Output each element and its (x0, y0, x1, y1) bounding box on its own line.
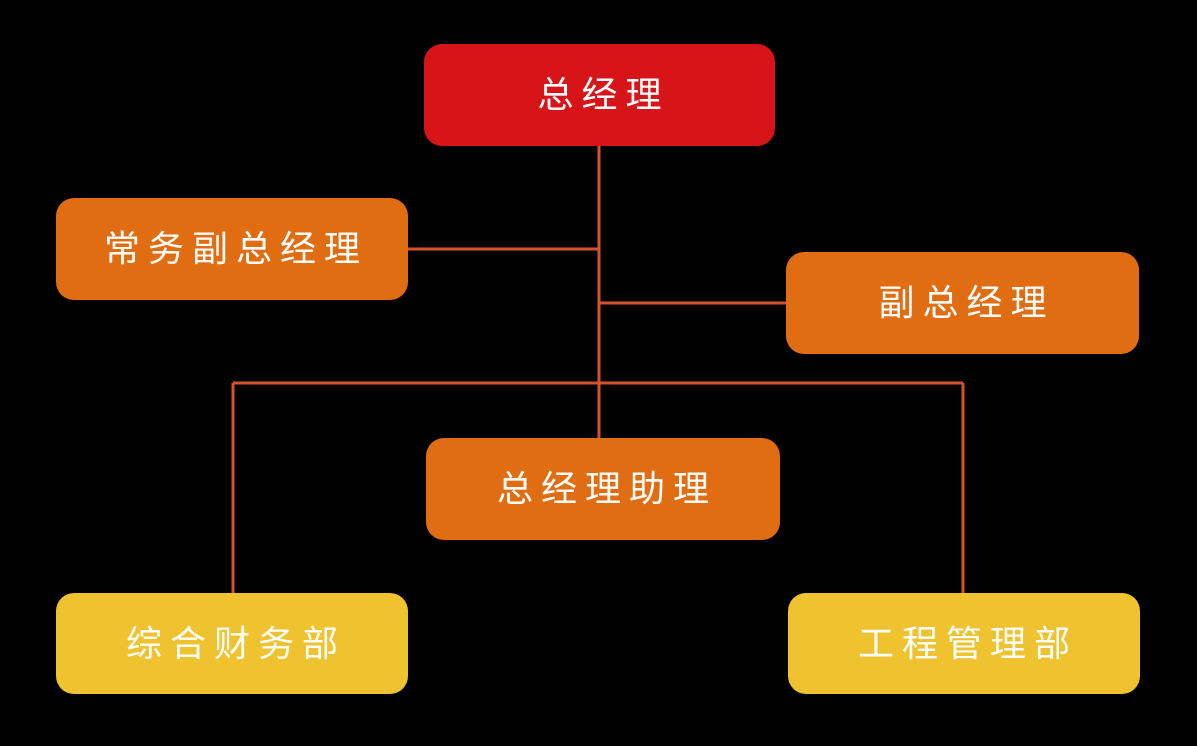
org-node-deputy-gm: 副总经理 (786, 252, 1139, 354)
org-node-general-manager: 总经理 (424, 44, 775, 146)
org-node-label-gm-assistant: 总经理助理 (496, 468, 717, 509)
org-node-label-executive-deputy-gm: 常务副总经理 (103, 228, 368, 269)
org-node-engineering-dept: 工程管理部 (788, 593, 1140, 694)
org-node-executive-deputy-gm: 常务副总经理 (56, 198, 408, 300)
org-node-finance-dept: 综合财务部 (56, 593, 408, 694)
org-node-label-general-manager: 总经理 (537, 74, 670, 115)
org-node-label-deputy-gm: 副总经理 (878, 282, 1055, 323)
org-node-label-engineering-dept: 工程管理部 (857, 622, 1078, 664)
org-node-gm-assistant: 总经理助理 (426, 438, 780, 540)
org-node-label-finance-dept: 综合财务部 (125, 622, 346, 664)
